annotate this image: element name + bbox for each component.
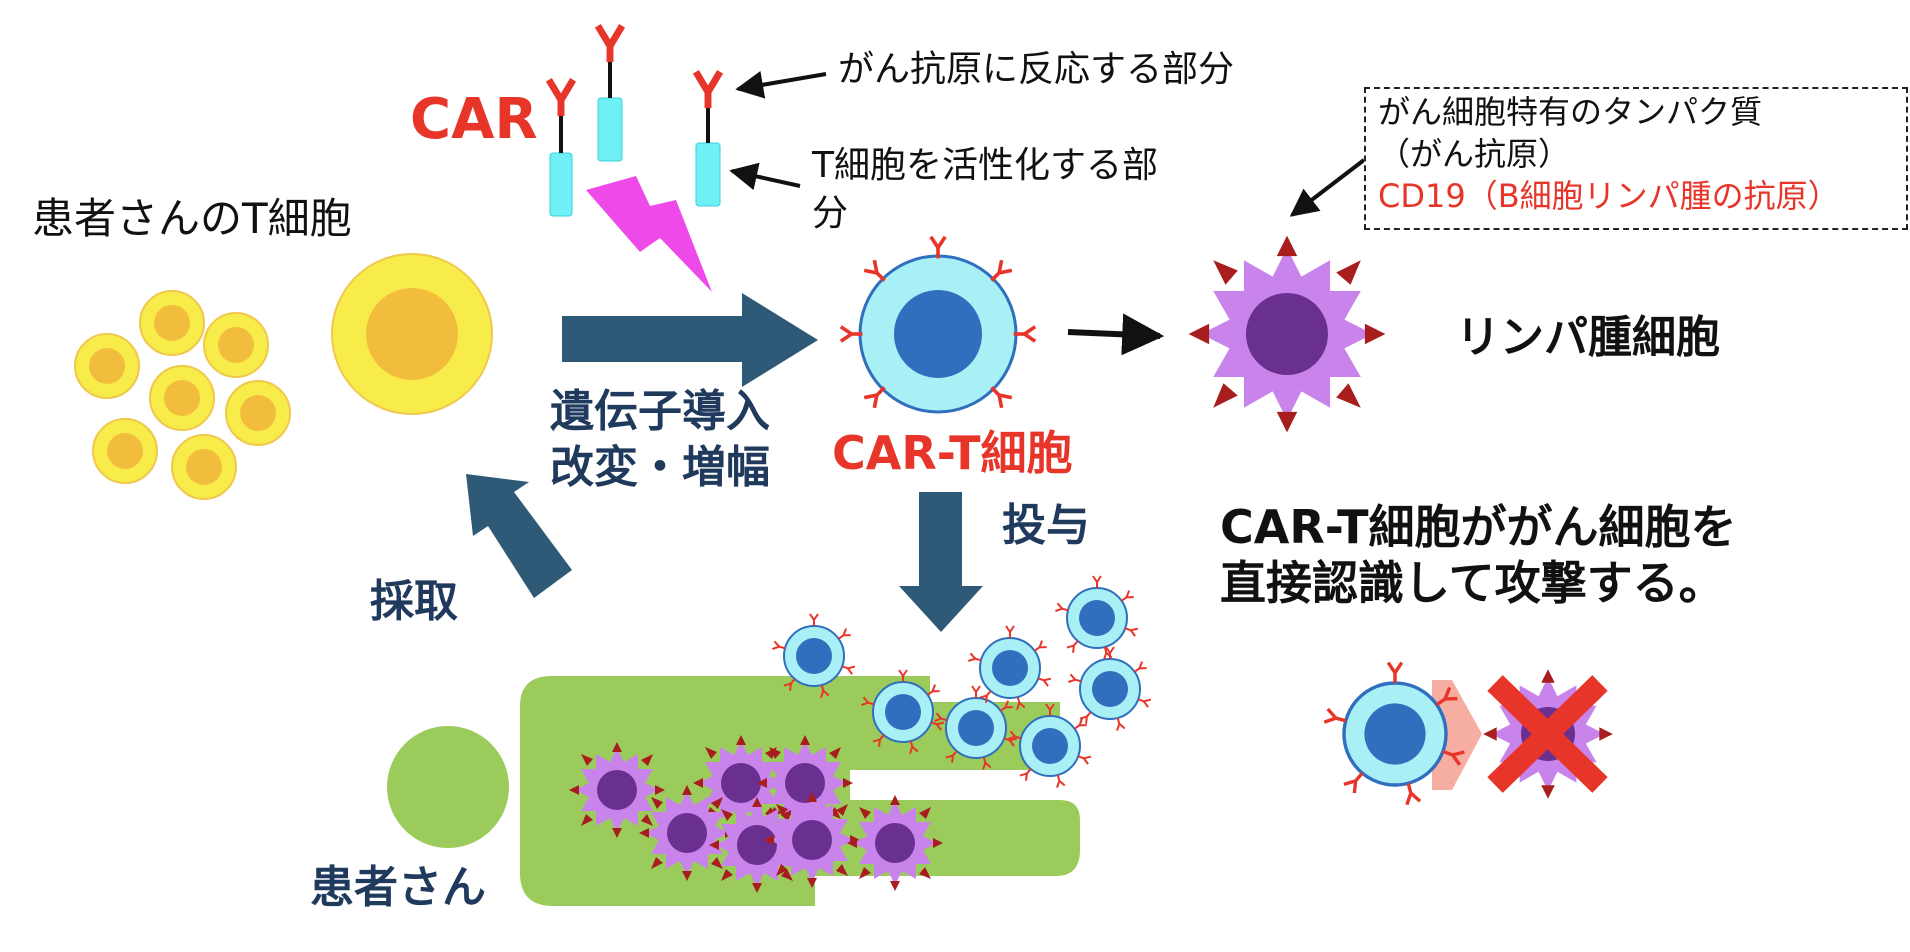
car-receptor-diagram <box>550 29 720 217</box>
car-t-cell <box>838 235 1037 414</box>
collect-arrow <box>466 474 572 598</box>
callout-line3: CD19（B細胞リンパ腫の抗原） <box>1378 177 1840 215</box>
lightning-icon <box>586 176 712 292</box>
targets-arrow <box>1067 313 1165 356</box>
lymphoma-cell <box>1188 235 1386 433</box>
activation-part-pointer <box>729 162 801 191</box>
cancer-antigen-callout: がん細胞特有のタンパク質 （がん抗原） CD19（B細胞リンパ腫の抗原） <box>1364 87 1908 230</box>
collect-label: 採取 <box>370 576 458 627</box>
car-label: CAR <box>410 87 538 152</box>
activation-part-label-line1: T細胞を活性化する部 <box>812 145 1158 186</box>
antigen-part-pointer <box>735 70 827 99</box>
callout-line2: （がん抗原） <box>1378 135 1571 173</box>
patient-label: 患者さん <box>310 862 486 913</box>
antigen-part-label: がん抗原に反応する部分 <box>838 49 1235 90</box>
administer-arrow <box>899 492 983 632</box>
gene-transfer-label-line1: 遺伝子導入 <box>550 386 770 437</box>
attack-description-line1: CAR-T細胞ががん細胞を <box>1220 500 1737 554</box>
attack-description-line2: 直接認識して攻撃する。 <box>1220 556 1725 610</box>
callout-pointer <box>1289 158 1366 217</box>
gene-transfer-label-line2: 改変・増幅 <box>550 442 770 493</box>
lymphoma-cell-label: リンパ腫細胞 <box>1456 312 1720 363</box>
car-t-cell-label: CAR-T細胞 <box>832 426 1073 480</box>
activation-part-label-line2: 分 <box>812 193 849 234</box>
cross-mark-icon <box>1487 675 1608 793</box>
gene-transfer-arrow <box>562 293 818 387</box>
administer-label: 投与 <box>1002 500 1090 551</box>
patient-t-cells <box>74 253 493 500</box>
attack-illustration <box>1324 663 1613 805</box>
callout-line1: がん細胞特有のタンパク質 <box>1378 93 1763 131</box>
patient-t-cell-label: 患者さんのT細胞 <box>32 194 352 243</box>
